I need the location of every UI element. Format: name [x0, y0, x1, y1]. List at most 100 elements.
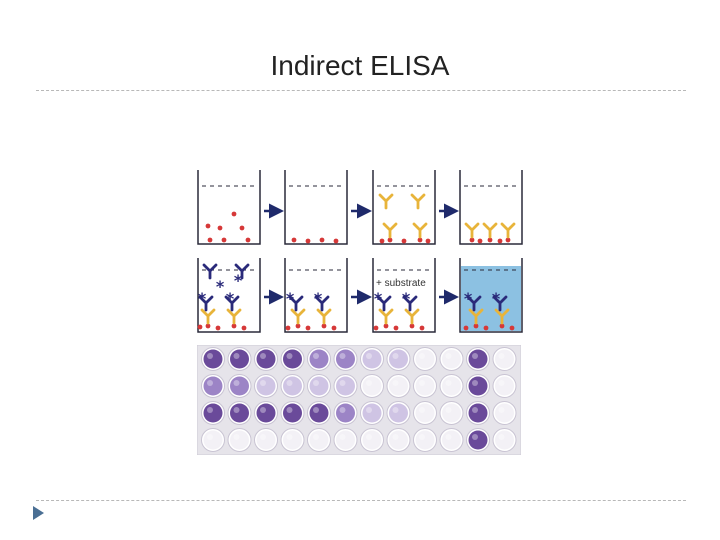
plate-well: [307, 347, 331, 371]
antigen-dot: [483, 325, 489, 331]
antigen-dot: [245, 237, 251, 243]
plate-well: [254, 428, 278, 452]
enzyme-star-icon: *: [286, 289, 295, 308]
antigen-dot: [409, 323, 415, 329]
plate-well: [201, 347, 225, 371]
secondary-antibody: [198, 295, 214, 312]
primary-antibody: [412, 222, 428, 239]
antigen-dot: [425, 238, 431, 244]
primary-antibody-free: [410, 193, 426, 210]
plate-well: [280, 428, 305, 452]
plate-well: [413, 374, 437, 398]
plate-well: [333, 347, 358, 371]
enzyme-star-icon: *: [492, 289, 501, 308]
antigen-dot: [379, 238, 385, 244]
step-2-well: [284, 170, 348, 245]
primary-antibody: [500, 222, 516, 239]
plate-well: [280, 347, 305, 371]
secondary-antibody-free: [234, 263, 250, 280]
antigen-dot: [291, 237, 297, 243]
primary-antibody: [226, 308, 242, 325]
antigen-dot: [217, 225, 223, 231]
primary-antibody: [494, 308, 510, 325]
antigen-dot: [401, 238, 407, 244]
plate-well: [466, 401, 490, 425]
enzyme-star-icon: *: [464, 289, 473, 308]
plate-well: [413, 428, 437, 452]
plate-well: [360, 374, 384, 398]
secondary-antibody: [402, 295, 418, 312]
plate-well: [201, 428, 225, 452]
antigen-dot: [197, 324, 203, 330]
plate-well: [227, 428, 252, 452]
antigen-dot: [473, 323, 479, 329]
plate-well: [492, 374, 517, 398]
plate-well: [227, 401, 252, 425]
secondary-antibody: [376, 295, 392, 312]
antigen-dot: [221, 237, 227, 243]
antigen-dot: [215, 325, 221, 331]
antigen-dot: [319, 237, 325, 243]
plate-well: [360, 347, 384, 371]
enzyme-star-icon: *: [374, 289, 383, 308]
primary-antibody-free: [378, 193, 394, 210]
plate-well: [333, 374, 358, 398]
plate-well: [439, 401, 464, 425]
plate-well: [386, 428, 411, 452]
antigen-dot: [393, 325, 399, 331]
elisa-steps-diagram: + substrate **********: [197, 170, 523, 333]
plate-well: [466, 428, 490, 452]
antigen-dot: [331, 325, 337, 331]
antigen-dot: [305, 325, 311, 331]
plate-well: [307, 428, 331, 452]
antigen-dot: [333, 238, 339, 244]
plate-well: [466, 347, 490, 371]
enzyme-star-icon: *: [216, 277, 225, 296]
plate-wells: [201, 347, 517, 452]
antigen-dot: [387, 237, 393, 243]
plate-well: [227, 374, 252, 398]
antigen-dot: [295, 323, 301, 329]
secondary-antibody-free: [202, 263, 218, 280]
plate-well: [307, 401, 331, 425]
primary-antibody: [200, 308, 216, 325]
bullet-arrow-icon: [33, 506, 44, 520]
primary-antibody: [316, 308, 332, 325]
antigen-dot: [285, 325, 291, 331]
antigen-dot: [205, 223, 211, 229]
plate-well: [492, 428, 517, 452]
plate-well: [439, 347, 464, 371]
enzyme-star-icon: *: [402, 289, 411, 308]
antigen-dot: [205, 323, 211, 329]
plate-well: [439, 428, 464, 452]
enzyme-star-icon: *: [226, 289, 235, 308]
step-6-well: [284, 258, 348, 333]
secondary-antibody: [224, 295, 240, 312]
antigen-dot: [419, 325, 425, 331]
primary-antibody: [482, 222, 498, 239]
antigen-dot: [239, 225, 245, 231]
secondary-antibody: [492, 295, 508, 312]
antigen-dot: [477, 238, 483, 244]
step-arrows: [264, 203, 459, 305]
antigen-dot: [417, 237, 423, 243]
plate-well: [360, 428, 384, 452]
plate-well: [439, 374, 464, 398]
plate-well: [333, 428, 358, 452]
antigen-dot: [463, 325, 469, 331]
plate-well: [386, 374, 411, 398]
secondary-antibody: [288, 295, 304, 312]
plate-well: [307, 374, 331, 398]
antigen-dot: [383, 323, 389, 329]
primary-antibody: [382, 222, 398, 239]
plate-well: [280, 374, 305, 398]
plate-well: [201, 374, 225, 398]
secondary-antibody: [466, 295, 482, 312]
antigen-dot: [509, 325, 515, 331]
plate-well: [333, 401, 358, 425]
microplate-photo: [197, 345, 521, 455]
enzyme-star-icon: *: [234, 271, 243, 290]
antigen-dot: [497, 238, 503, 244]
plate-well: [254, 401, 278, 425]
step-7-well: [372, 258, 436, 333]
